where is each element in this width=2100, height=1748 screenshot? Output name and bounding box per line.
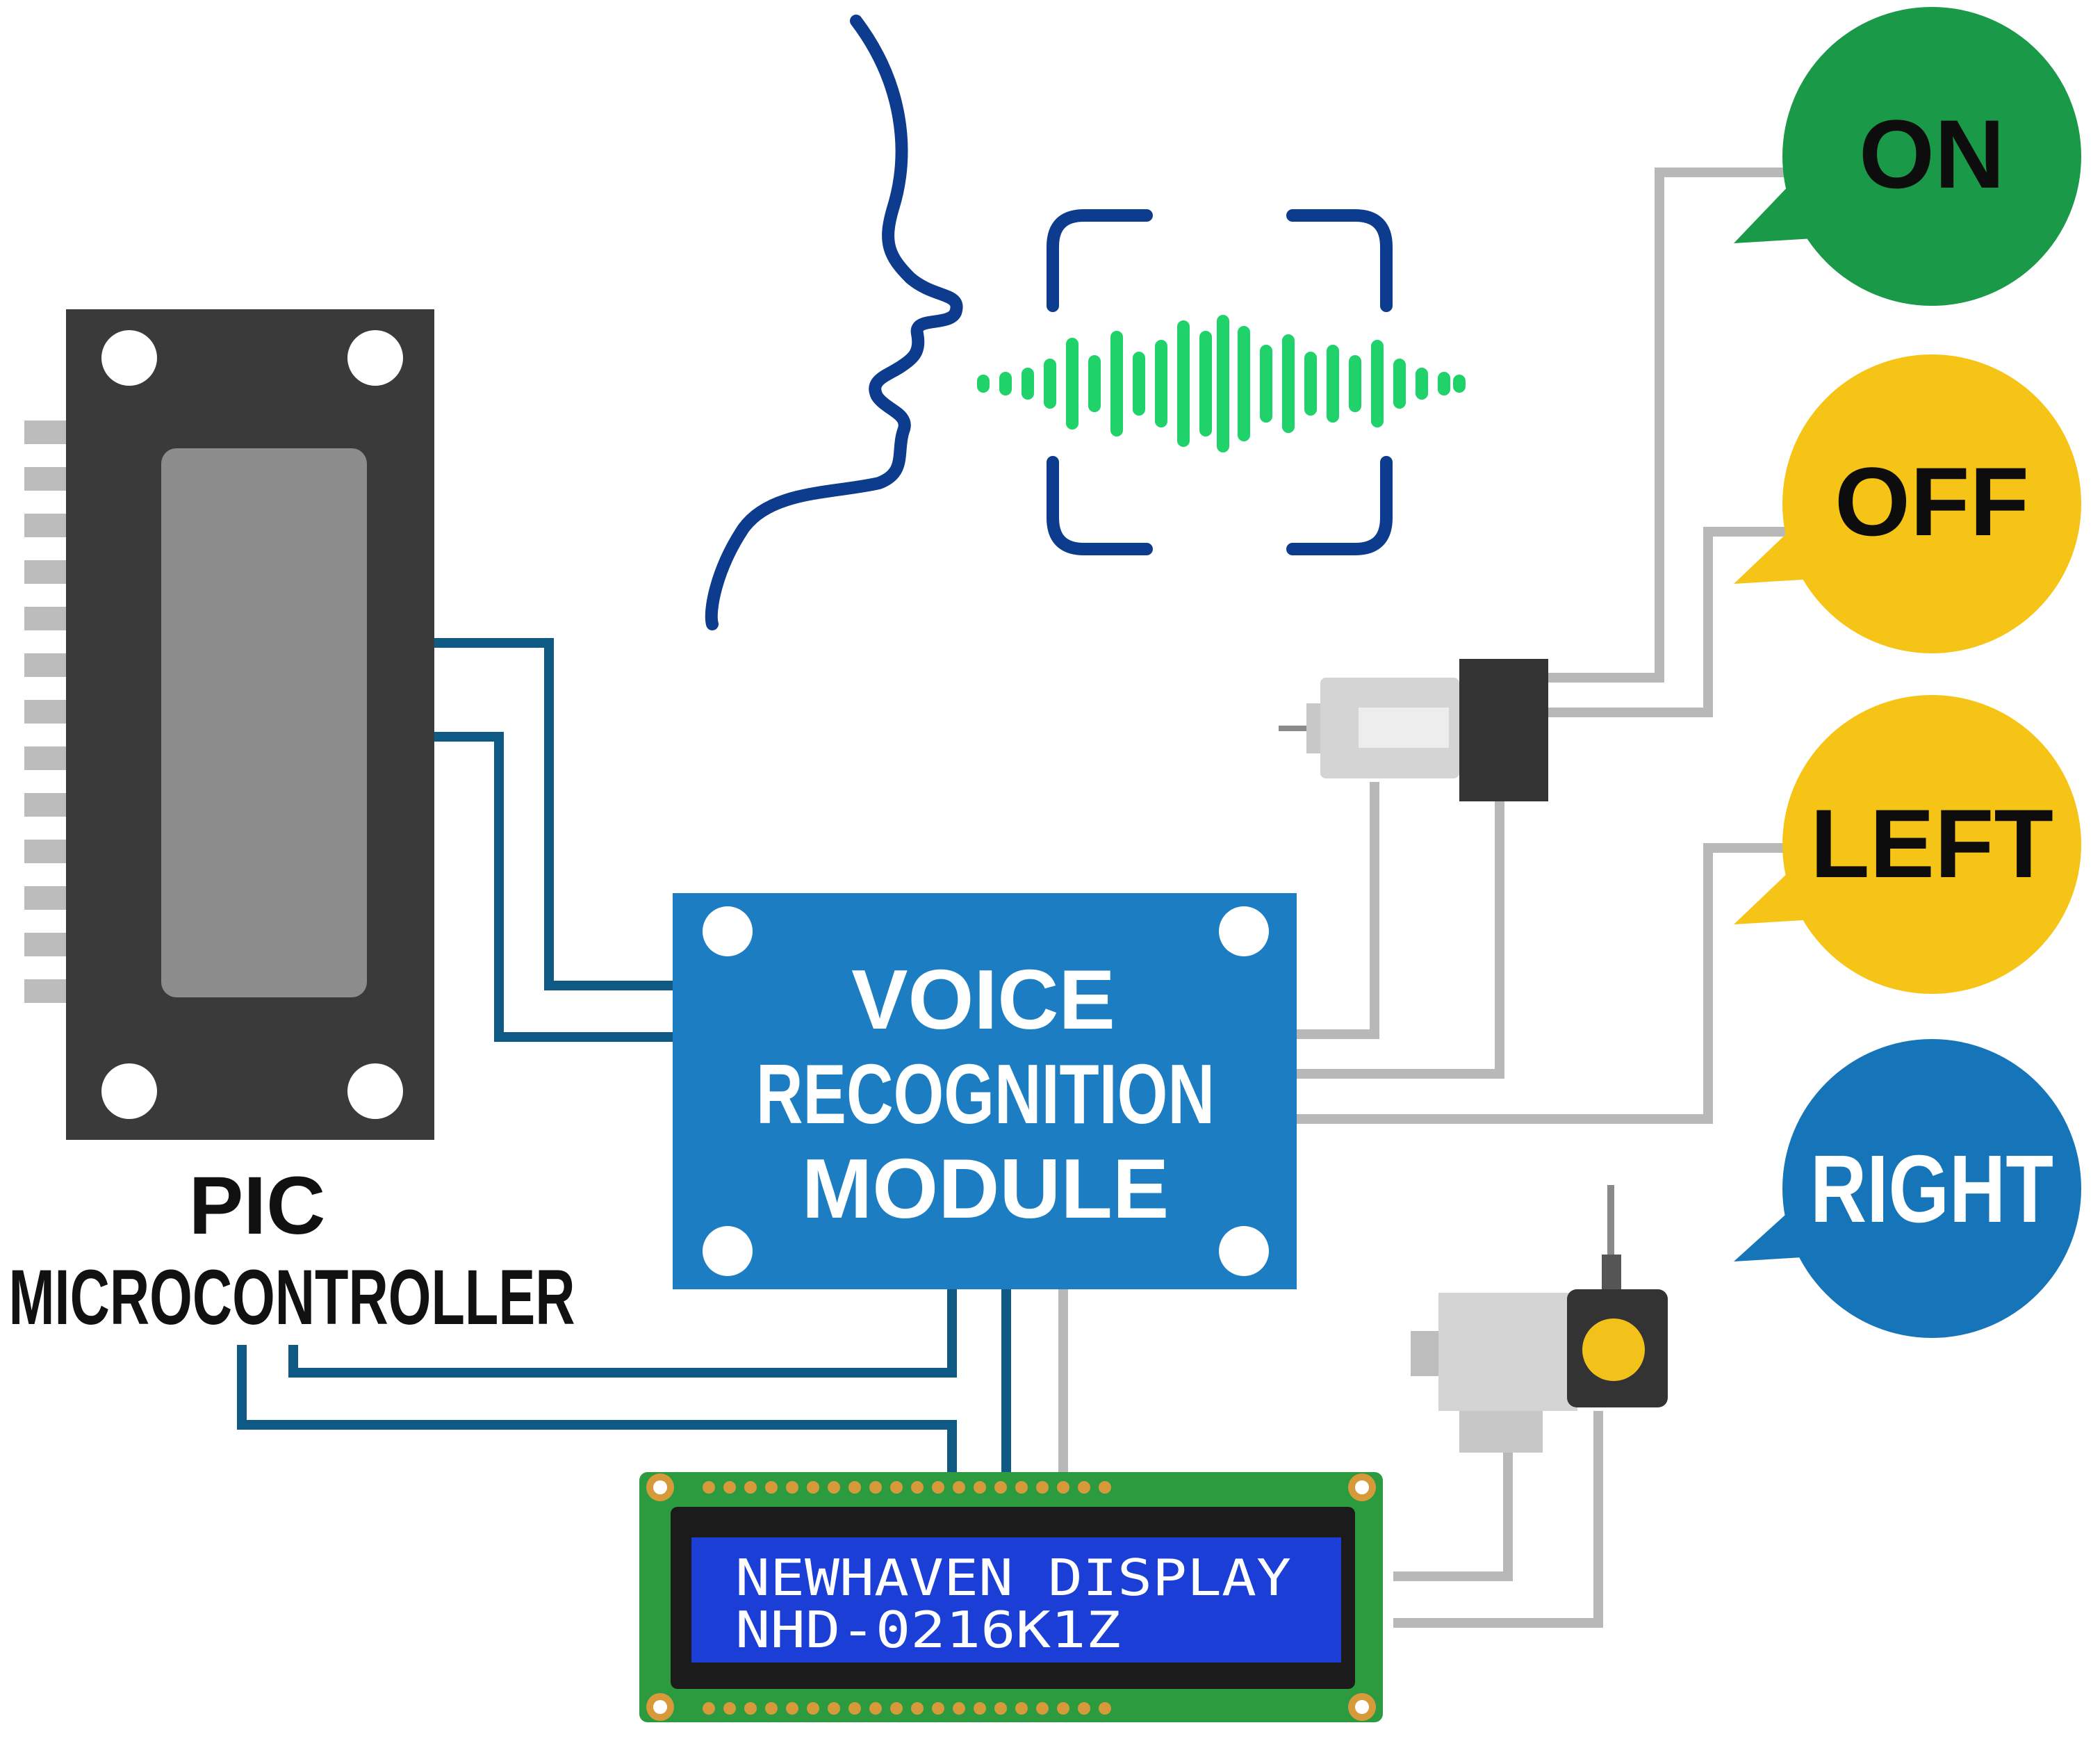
module-board [673, 893, 1297, 1289]
command-label-right: RIGHT [1810, 1136, 2053, 1243]
pic-microcontroller [24, 309, 434, 1140]
command-label-off: OFF [1835, 447, 2029, 556]
bubble-off-circle [1782, 354, 2081, 653]
wire-lcd-to-motor2-a [1393, 1432, 1513, 1581]
dc-motor-lower [1411, 1185, 1668, 1453]
wire-chip-to-lcd-outer [237, 1345, 957, 1479]
wire-module-to-motor-2 [1297, 799, 1504, 1079]
face-profile-outline [705, 15, 963, 630]
motor-yellow-button [1582, 1318, 1645, 1381]
command-bubble-left [1734, 695, 2081, 994]
command-bubble-on [1734, 7, 2081, 306]
voice-recognition-module [673, 893, 1297, 1289]
wire-motor-to-off [1548, 527, 1789, 717]
lcd-header-pins [703, 1481, 1111, 1715]
dc-motor-upper [1279, 659, 1548, 801]
wire-chip-to-module-top [432, 638, 673, 990]
lcd-text-line2: NHD-0216K1Z [735, 1601, 1121, 1659]
wire-chip-to-module-low [288, 1289, 957, 1378]
lcd-text-line1: NEWHAVEN DISPLAY [735, 1549, 1291, 1607]
voice-scan-frame [1047, 209, 1393, 555]
motor-upper-gearbox [1459, 659, 1548, 801]
blue-wires [237, 638, 1011, 1479]
command-label-left: LEFT [1810, 789, 2053, 898]
gray-wires [1058, 168, 1789, 1628]
pic-label-line1: PIC [189, 1160, 326, 1252]
command-bubble-off [1734, 354, 2081, 653]
wire-module-to-motor-1 [1297, 782, 1379, 1039]
lcd-mount-holes [646, 1473, 1376, 1721]
scan-corner-top-left [1047, 209, 1153, 312]
motor-lower-body [1438, 1293, 1577, 1411]
sound-waveform [977, 315, 1466, 452]
scan-corner-bottom-right [1286, 456, 1393, 555]
lcd-display [639, 1472, 1383, 1722]
wire-chip-to-module-bottom [432, 732, 673, 1042]
bubble-left-circle [1782, 695, 2081, 994]
module-label-line3: MODULE [802, 1141, 1170, 1236]
bubble-on-circle [1782, 7, 2081, 306]
chip-die-window [161, 448, 367, 997]
chip-mount-holes [101, 330, 403, 1119]
module-label-line1: VOICE [851, 952, 1115, 1047]
pic-label-line2: MICROCONTROLLER [9, 1254, 575, 1341]
module-mount-holes [703, 906, 1269, 1276]
wire-module-to-left [1297, 843, 1787, 1124]
scan-corner-top-right [1286, 209, 1393, 312]
wire-lcd-to-motor2-b [1393, 1411, 1603, 1628]
wire-motor-to-on [1548, 168, 1789, 683]
command-label-on: ON [1859, 99, 2005, 209]
lcd-screen [691, 1537, 1341, 1663]
scan-corner-bottom-left [1047, 456, 1153, 555]
bubble-right-circle [1782, 1039, 2081, 1338]
module-label-line2: RECOGNITION [756, 1047, 1215, 1141]
command-bubble-right [1734, 1039, 2081, 1338]
